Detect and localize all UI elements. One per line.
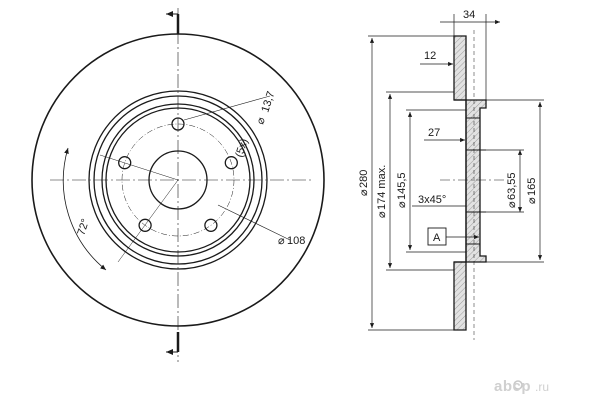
hat-depth-label: 27 xyxy=(428,127,440,139)
bolt-circle-symbol: ⌀ xyxy=(278,235,285,247)
side-dimensions xyxy=(368,14,544,331)
datum-label: A xyxy=(433,232,441,244)
hole-count-label: (5x) xyxy=(233,137,250,159)
datum-box xyxy=(427,227,447,246)
hat-inner xyxy=(105,107,251,253)
bolt-hole xyxy=(118,156,132,170)
watermark-logo: abcp .ru xyxy=(494,378,549,395)
disc-section xyxy=(453,35,467,101)
bolt-circle xyxy=(121,123,235,237)
disc-section xyxy=(453,261,467,331)
hat-outer-diameter-symbol: ⌀ xyxy=(396,201,408,208)
center-bore xyxy=(148,150,208,210)
hat-section xyxy=(465,99,487,263)
friction-diameter-label: 174 max. xyxy=(376,165,388,210)
hat-outer-diameter-label: 145,5 xyxy=(396,172,408,200)
disc-outer-edge xyxy=(31,33,325,327)
center-bore-label: 63,55 xyxy=(506,172,518,200)
watermark-brand: abcp xyxy=(494,378,531,395)
side-view xyxy=(440,30,505,340)
hat-offset-label: 12 xyxy=(424,50,436,62)
hat-inner-diameter-label: 165 xyxy=(526,178,538,196)
friction-diameter-symbol: ⌀ xyxy=(376,211,388,218)
bolt-hole xyxy=(138,218,152,232)
bolt-circle-label: 108 xyxy=(287,235,305,247)
chamfer-label: 3x45° xyxy=(418,194,446,206)
bolt-hole xyxy=(224,156,238,170)
center-bore-symbol: ⌀ xyxy=(506,201,518,208)
outer-diameter-symbol: ⌀ xyxy=(358,189,370,196)
bolt-hole xyxy=(171,117,185,131)
angle-arc xyxy=(62,147,107,271)
hat-face xyxy=(454,99,467,263)
front-view xyxy=(31,8,325,362)
leader-hole-diameter xyxy=(183,95,271,121)
hat-inner-diameter-symbol: ⌀ xyxy=(526,197,538,204)
bolt-hole xyxy=(204,218,218,232)
hole-diameter-label: 13,7 xyxy=(259,90,277,114)
outer-diameter-label: 280 xyxy=(358,170,370,188)
hole-diameter-symbol: ⌀ xyxy=(254,116,268,126)
angle-ray xyxy=(117,179,179,263)
angle-ray xyxy=(99,154,179,181)
angle-label: 72° xyxy=(75,217,92,237)
thickness-label: 34 xyxy=(463,9,475,21)
leader-bolt-circle xyxy=(217,204,291,241)
watermark-tld: .ru xyxy=(535,380,549,394)
